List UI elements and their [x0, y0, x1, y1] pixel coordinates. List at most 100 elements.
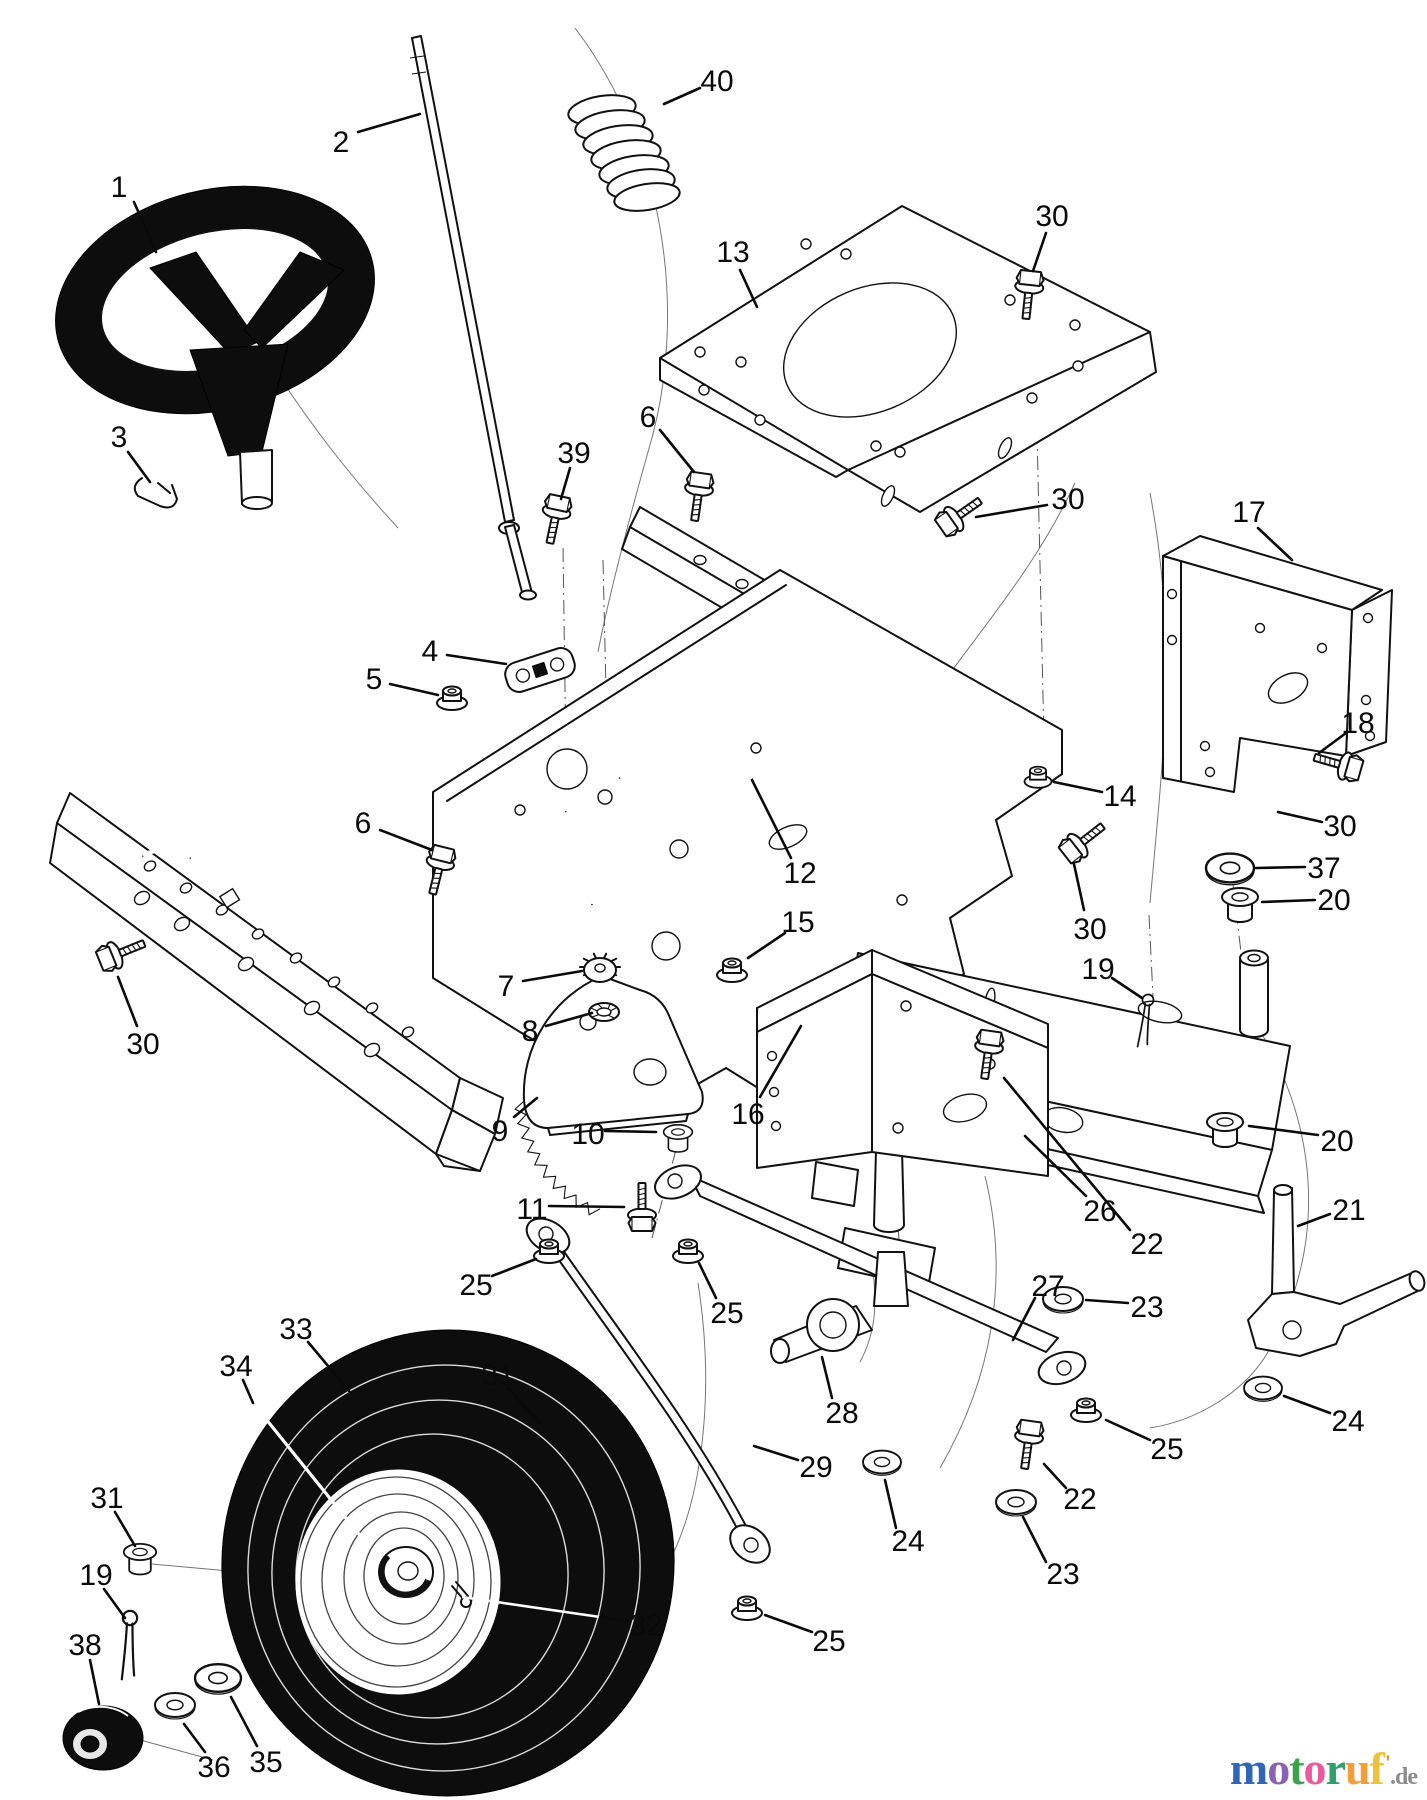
star-washer-part	[588, 1002, 620, 1022]
watermark-logo: motoruf'.de	[1230, 1743, 1418, 1794]
callout-leader-line	[512, 1096, 539, 1119]
callout-label: 19	[79, 1559, 112, 1592]
callout-label: 12	[783, 857, 816, 890]
callout-leader-line	[1023, 1134, 1088, 1198]
steering-wheel-part	[55, 185, 375, 510]
callout-35-53: 35	[229, 1695, 283, 1779]
callout-24-41: 24	[1282, 1394, 1365, 1438]
callout-37-15: 37	[1254, 852, 1341, 885]
callout-label: 19	[1081, 953, 1114, 986]
pinion-gear-part	[579, 952, 621, 983]
callout-label: 35	[249, 1746, 282, 1779]
tie-rod-29-part	[525, 1217, 771, 1564]
callout-leader-line	[658, 428, 696, 474]
callout-label: 34	[219, 1350, 252, 1383]
callout-leader-line	[388, 682, 440, 697]
callout-17-8: 17	[1232, 496, 1294, 562]
callout-label: 32	[629, 1609, 662, 1642]
callout-label: 20	[1320, 1125, 1353, 1158]
callout-23-33: 23	[1084, 1291, 1164, 1324]
callout-29-45: 29	[752, 1444, 833, 1484]
callout-leader-line	[547, 1204, 626, 1209]
callouts-group: 1234013303961730451830143712206783015193…	[68, 65, 1374, 1784]
callout-label: 30	[1323, 810, 1356, 843]
callout-leader-line	[490, 1257, 538, 1278]
tie-rod-27-part	[654, 1164, 1087, 1386]
callout-4-10: 4	[422, 635, 508, 668]
callout-28-40: 28	[820, 1355, 859, 1430]
callout-leader-line	[1042, 1462, 1068, 1490]
callout-leader-line	[241, 1378, 255, 1405]
callout-40-3: 40	[662, 65, 734, 106]
hub-cap-part	[62, 1705, 144, 1771]
callout-label: 30	[126, 1028, 159, 1061]
callout-leader-line	[1296, 1212, 1332, 1228]
wheel-tire-part	[221, 1329, 675, 1797]
callout-30-24: 30	[116, 975, 160, 1061]
callout-6-18: 6	[355, 807, 434, 852]
callout-label: 1	[111, 171, 128, 204]
callout-label: 17	[1232, 496, 1265, 529]
pinion-tooth	[592, 952, 597, 959]
callout-leader-line	[559, 466, 572, 501]
callout-15-22: 15	[746, 906, 815, 960]
callout-leader-line	[1276, 810, 1324, 824]
callout-leader-line	[746, 931, 787, 960]
callout-leader-line	[102, 1587, 127, 1620]
callout-label: 11	[516, 1193, 547, 1226]
callout-label: 25	[812, 1625, 845, 1658]
callout-label: 7	[498, 970, 515, 1003]
callout-label: 14	[1103, 780, 1136, 813]
callout-label: 13	[716, 236, 749, 269]
callout-25-35: 25	[697, 1261, 744, 1330]
callout-label: 31	[90, 1482, 123, 1515]
callout-leader-line	[113, 1510, 137, 1548]
callout-leader-line	[697, 1261, 718, 1300]
callout-leader-line	[1052, 780, 1104, 794]
callout-31-43: 31	[90, 1482, 137, 1548]
callout-leader-line	[1317, 731, 1348, 755]
logo-letter: f	[1369, 1743, 1385, 1794]
dash-bracket-part	[1162, 535, 1393, 793]
callout-label: 9	[492, 1115, 509, 1148]
callout-14-14: 14	[1052, 780, 1137, 813]
callout-30-5: 30	[1031, 200, 1069, 273]
callout-30-13: 30	[1276, 810, 1357, 843]
callout-label: 27	[1031, 1270, 1064, 1303]
logo-letter: r	[1325, 1743, 1346, 1794]
sector-gear-part	[514, 975, 704, 1216]
callout-label: 3	[111, 421, 128, 454]
callout-leader-line	[750, 778, 793, 860]
logo-letter: o	[1267, 1743, 1290, 1794]
callout-leader-line	[1084, 1298, 1130, 1305]
callout-leader-line	[598, 1615, 630, 1623]
callout-label: 10	[571, 1118, 604, 1151]
callout-20-30: 20	[1247, 1124, 1354, 1158]
logo-suffix: .de	[1390, 1764, 1418, 1790]
callout-label: 6	[355, 807, 372, 840]
callout-leader-line	[1072, 862, 1086, 912]
callout-13-4: 13	[716, 236, 759, 309]
callout-label: 38	[68, 1629, 101, 1662]
callout-leader-line	[738, 268, 759, 309]
callout-leader-line	[1282, 1394, 1332, 1415]
callout-leader-line	[126, 450, 152, 484]
callout-label: 21	[1332, 1194, 1365, 1227]
callout-label: 31	[481, 1359, 514, 1392]
callout-leader-line	[544, 1011, 594, 1028]
callout-leader-line	[182, 1722, 207, 1754]
callout-label: 5	[366, 663, 383, 696]
callout-25-42: 25	[1104, 1418, 1184, 1466]
callout-19-47: 19	[79, 1559, 127, 1620]
callout-label: 33	[279, 1313, 312, 1346]
callout-label: 25	[1150, 1433, 1183, 1466]
callout-leader-line	[1110, 976, 1144, 1000]
callout-25-34: 25	[459, 1257, 538, 1302]
frame-rail-left-part	[49, 792, 504, 1172]
callout-11-29: 11	[516, 1193, 626, 1226]
callout-27-36: 27	[1011, 1270, 1065, 1342]
callout-26-28: 26	[1023, 1134, 1117, 1228]
callout-label: 28	[825, 1397, 858, 1430]
callout-38-49: 38	[68, 1629, 102, 1706]
callout-leader-line	[1256, 526, 1294, 562]
